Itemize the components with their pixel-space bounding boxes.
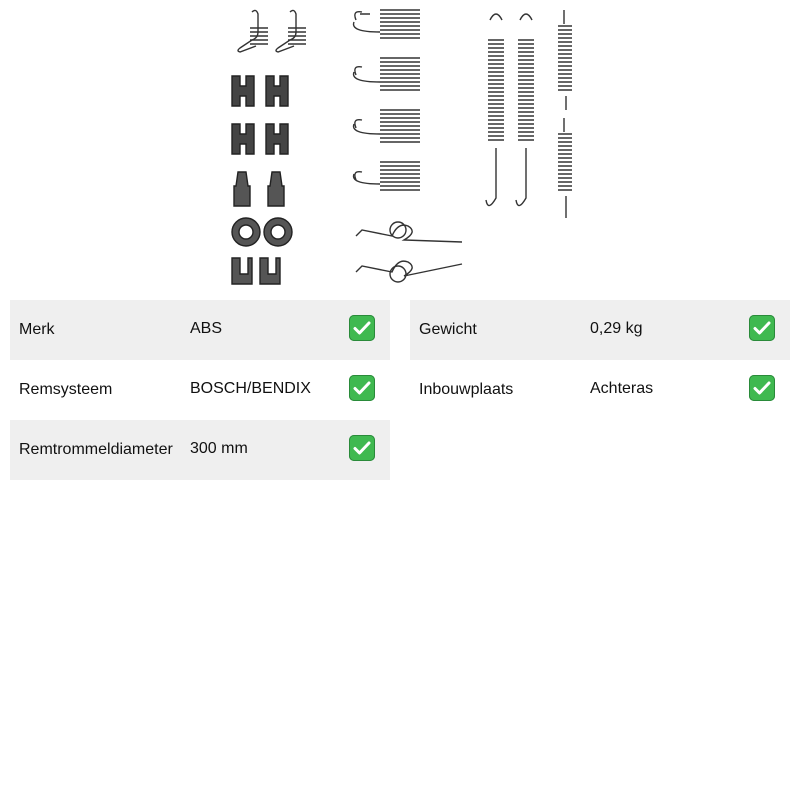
hold-down-spring (237, 9, 268, 53)
spec-row-gewicht: Gewicht 0,29 kg (410, 300, 790, 360)
spec-label: Remtrommeldiameter (19, 441, 173, 458)
check-mark-icon (349, 435, 375, 461)
u-clip (231, 257, 281, 285)
torsion-spring (355, 221, 463, 283)
spec-row-merk: Merk ABS (10, 300, 390, 360)
specifications-column-left: Merk ABS Remsysteem BOSCH/BENDIX Remtrom… (10, 300, 390, 480)
check-mark-icon (749, 375, 775, 401)
specifications-column-right: Gewicht 0,29 kg Inbouwplaats Achteras (410, 300, 790, 420)
spec-label: Gewicht (419, 321, 477, 338)
spec-row-remsysteem: Remsysteem BOSCH/BENDIX (10, 360, 390, 420)
product-image (220, 0, 590, 296)
spec-value: 0,29 kg (590, 320, 643, 337)
spec-value: ABS (190, 320, 223, 337)
hold-down-spring (275, 9, 306, 53)
spec-label: Merk (19, 321, 55, 338)
spec-row-remtrommeldiameter: Remtrommeldiameter 300 mm (10, 420, 390, 480)
h-clip (231, 75, 289, 155)
spec-value: BOSCH/BENDIX (190, 380, 311, 397)
brake-hardware-kit-image (231, 9, 572, 285)
spec-label: Inbouwplaats (419, 381, 514, 398)
spec-value: Achteras (590, 380, 654, 397)
spec-row-inbouwplaats: Inbouwplaats Achteras (410, 360, 790, 420)
check-mark-icon (749, 315, 775, 341)
long-return-spring (485, 10, 572, 218)
spec-label: Remsysteem (19, 381, 113, 398)
hold-down-pin (233, 171, 285, 207)
check-mark-icon (349, 315, 375, 341)
check-mark-icon (349, 375, 375, 401)
spec-value: 300 mm (190, 440, 248, 457)
return-spring (352, 9, 420, 191)
